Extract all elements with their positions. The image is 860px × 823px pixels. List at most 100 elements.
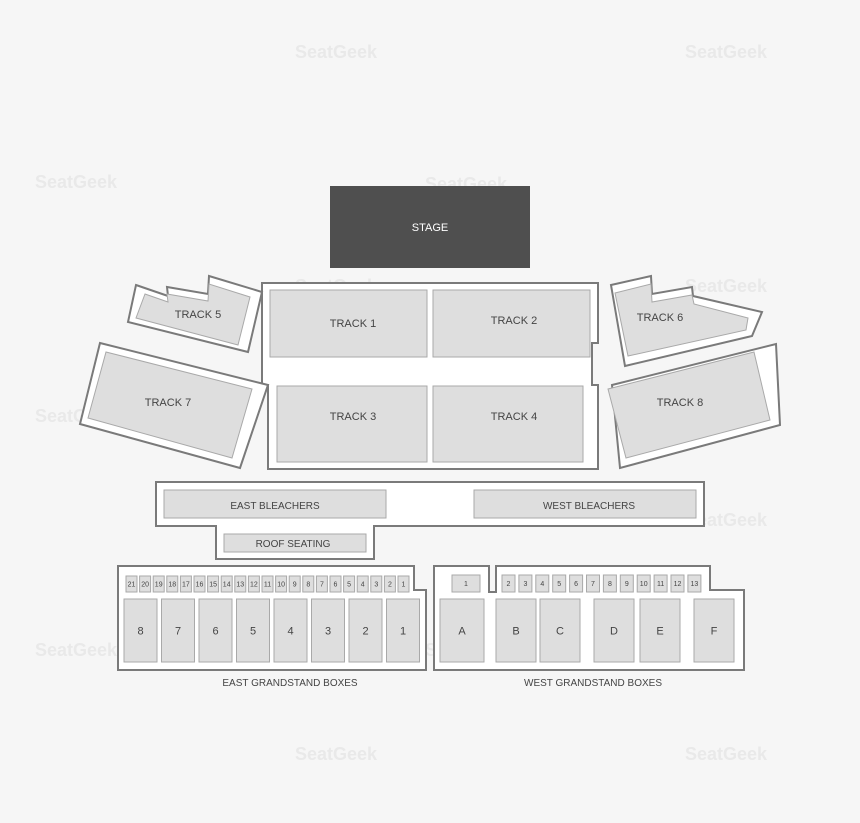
east-small-box-4-label: 4 (361, 582, 365, 589)
east-small-box-16-label: 16 (196, 582, 204, 589)
east-small-box-16[interactable] (193, 575, 206, 593)
section-track-7[interactable] (87, 351, 253, 459)
east-small-box-10[interactable] (275, 575, 288, 593)
east-small-box-20[interactable] (139, 575, 152, 593)
west-small-box-3[interactable] (518, 574, 533, 593)
west-small-box-10[interactable] (636, 574, 651, 593)
east-small-box-9[interactable] (288, 575, 301, 593)
east-small-box-11[interactable] (261, 575, 274, 593)
section-roof-seating[interactable] (223, 533, 367, 553)
west-small-box-8[interactable] (602, 574, 617, 593)
west-box-b[interactable] (495, 598, 537, 663)
east-small-box-19-label: 19 (155, 582, 163, 589)
east-small-box-14[interactable] (220, 575, 233, 593)
east-box-3-label: 3 (325, 626, 331, 638)
section-track-2-label: TRACK 2 (491, 315, 537, 327)
west-small-box-9-label: 9 (625, 581, 629, 588)
west-small-box-4[interactable] (535, 574, 550, 593)
section-track-2[interactable] (432, 289, 591, 358)
east-small-box-12[interactable] (247, 575, 260, 593)
east-small-box-8[interactable] (302, 575, 315, 593)
west-small-box-11-label: 11 (657, 581, 664, 588)
west-box-c[interactable] (539, 598, 581, 663)
east-box-8[interactable] (123, 598, 158, 663)
east-small-box-6[interactable] (329, 575, 342, 593)
west-small-box-2[interactable] (501, 574, 516, 593)
section-track-1-label: TRACK 1 (330, 318, 376, 330)
west-small-box-10-label: 10 (640, 581, 648, 588)
west-box-d-label: D (610, 626, 618, 638)
west-box-d[interactable] (593, 598, 635, 663)
west-box-e-label: E (656, 626, 663, 638)
stage-block (330, 186, 530, 268)
west-box-1[interactable] (451, 574, 481, 593)
section-track-4[interactable] (432, 385, 584, 463)
east-small-box-18[interactable] (166, 575, 179, 593)
section-track-6[interactable] (614, 283, 749, 357)
west-small-box-5[interactable] (552, 574, 567, 593)
west-box-f[interactable] (693, 598, 735, 663)
west-small-box-6[interactable] (569, 574, 584, 593)
section-track-3-label: TRACK 3 (330, 411, 376, 423)
watermark: SeatGeek (685, 744, 768, 764)
west-small-box-7[interactable] (586, 574, 600, 593)
east-small-box-9-label: 9 (293, 582, 297, 589)
west-small-box-13[interactable] (687, 574, 702, 593)
east-small-box-1[interactable] (397, 575, 410, 593)
east-box-6-label: 6 (212, 626, 218, 638)
watermark: SeatGeek (685, 42, 768, 62)
west-small-box-11[interactable] (653, 574, 668, 593)
west-small-box-9[interactable] (619, 574, 634, 593)
east-small-box-4[interactable] (356, 575, 369, 593)
east-small-box-10-label: 10 (277, 582, 285, 589)
section-west-bleachers-label: WEST BLEACHERS (543, 501, 635, 512)
section-track-8-label: TRACK 8 (657, 397, 703, 409)
east-box-4[interactable] (273, 598, 308, 663)
east-box-1[interactable] (386, 598, 420, 663)
east-small-box-1-label: 1 (402, 582, 406, 589)
east-box-7[interactable] (161, 598, 195, 663)
east-box-8-label: 8 (137, 626, 143, 638)
section-west-bleachers[interactable] (473, 489, 697, 519)
east-small-box-7[interactable] (315, 575, 328, 593)
east-box-6[interactable] (198, 598, 233, 663)
east-small-box-13[interactable] (234, 575, 247, 593)
west-small-box-2-label: 2 (507, 581, 511, 588)
east-small-box-21[interactable] (125, 575, 138, 593)
section-track-8[interactable] (607, 351, 771, 459)
east-small-box-15[interactable] (207, 575, 220, 593)
east-small-box-2[interactable] (383, 575, 396, 593)
west-box-a[interactable] (439, 598, 485, 663)
east-small-box-19[interactable] (152, 575, 165, 593)
east-box-3[interactable] (311, 598, 345, 663)
west-small-box-5-label: 5 (557, 581, 561, 588)
east-grandstand-title: EAST GRANDSTAND BOXES (222, 678, 358, 689)
east-small-box-2-label: 2 (388, 582, 392, 589)
west-box-a-label: A (458, 626, 466, 638)
east-box-5[interactable] (236, 598, 270, 663)
east-small-box-3-label: 3 (374, 582, 378, 589)
east-small-box-17-label: 17 (182, 582, 190, 589)
west-box-f-label: F (711, 626, 718, 638)
east-small-box-6-label: 6 (334, 582, 338, 589)
east-box-2[interactable] (348, 598, 383, 663)
east-small-box-5[interactable] (343, 575, 356, 593)
east-small-box-17[interactable] (179, 575, 192, 593)
east-small-box-21-label: 21 (128, 582, 136, 589)
west-small-box-12[interactable] (670, 574, 685, 593)
watermark: SeatGeek (295, 42, 378, 62)
east-box-4-label: 4 (287, 626, 293, 638)
east-small-box-18-label: 18 (168, 582, 176, 589)
stage: STAGE (330, 186, 530, 268)
section-roof-seating-label: ROOF SEATING (256, 539, 331, 550)
east-small-box-3[interactable] (370, 575, 383, 593)
section-track-5[interactable] (135, 283, 251, 346)
section-track-1[interactable] (269, 289, 428, 358)
section-track-3[interactable] (276, 385, 428, 463)
west-box-e[interactable] (639, 598, 681, 663)
section-east-bleachers[interactable] (163, 489, 387, 519)
